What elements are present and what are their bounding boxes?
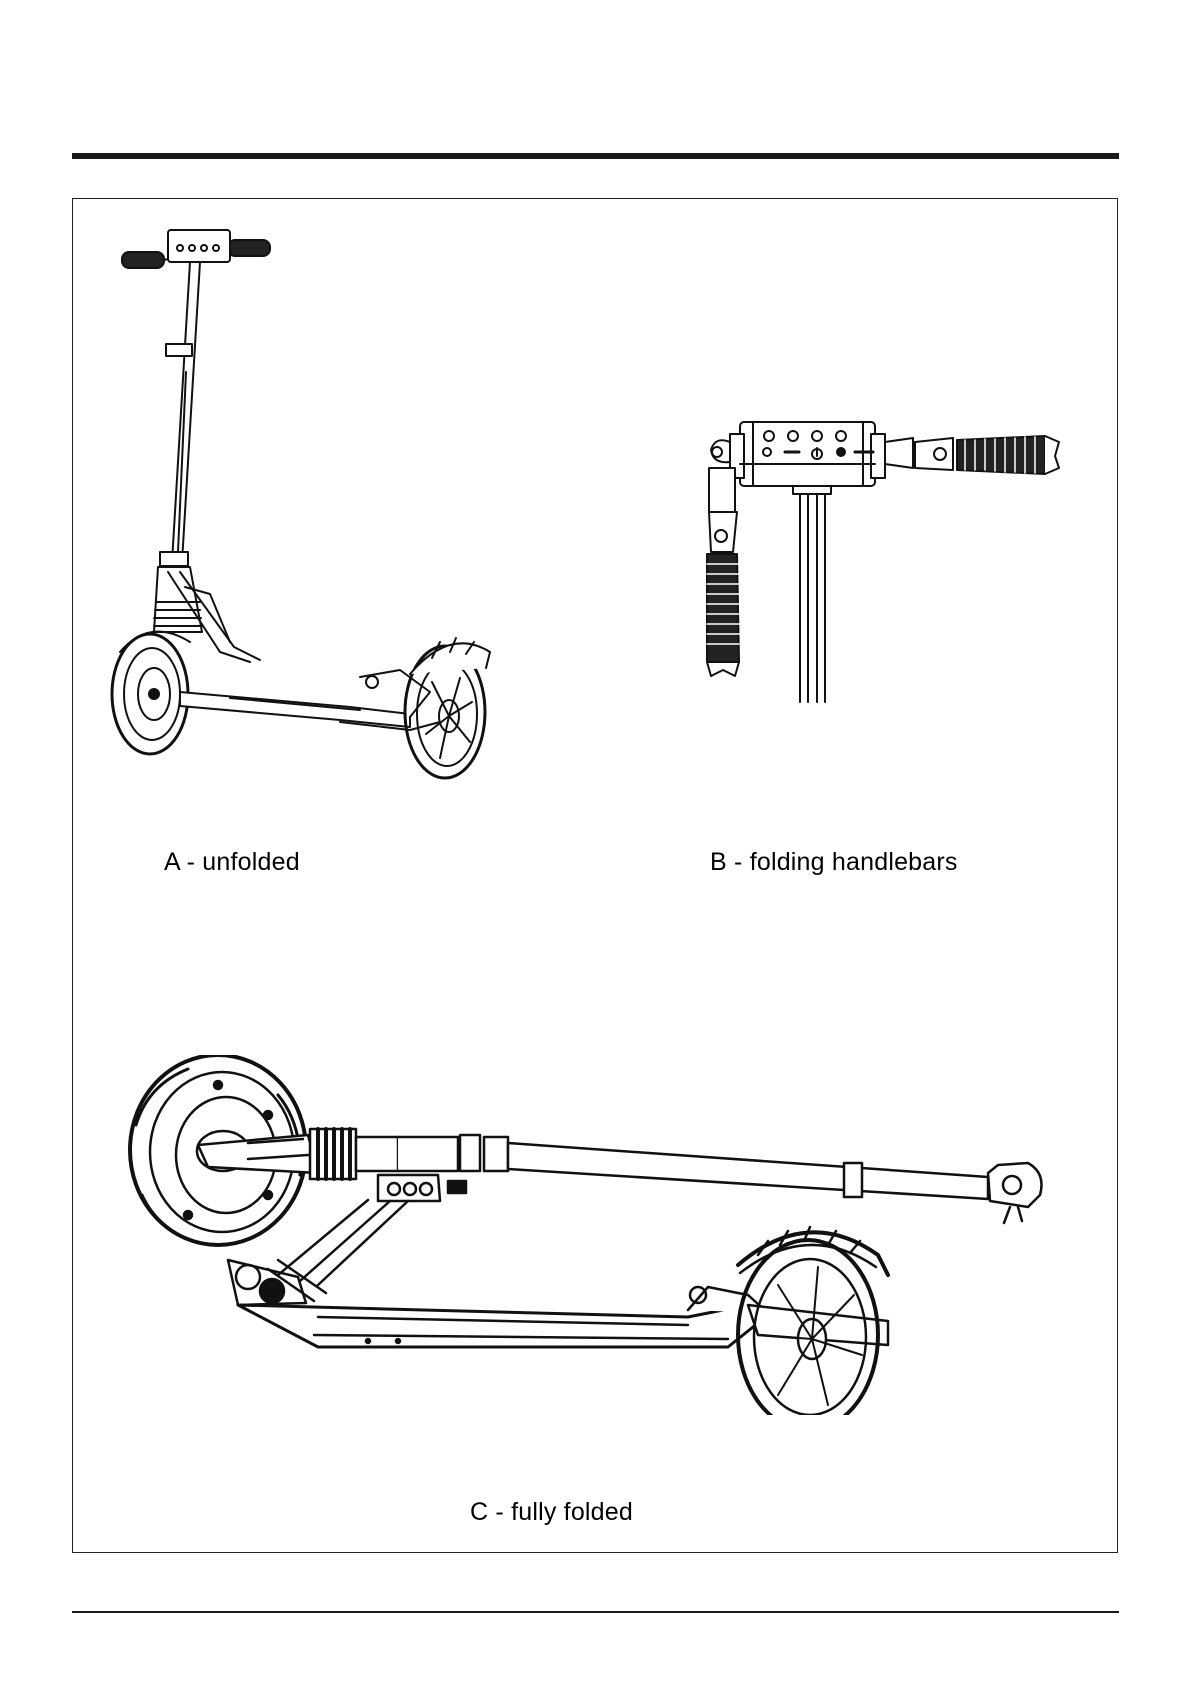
caption-fully-folded: C - fully folded xyxy=(470,1498,633,1527)
footer-rule xyxy=(72,1611,1119,1613)
scooter-unfolded-drawing xyxy=(110,222,510,792)
caption-folding-handlebars: B - folding handlebars xyxy=(710,848,958,877)
header-rule xyxy=(72,153,1119,159)
scooter-folded-drawing xyxy=(128,1055,1068,1415)
caption-unfolded: A - unfolded xyxy=(164,848,300,877)
handlebar-folding-drawing xyxy=(695,412,1095,712)
